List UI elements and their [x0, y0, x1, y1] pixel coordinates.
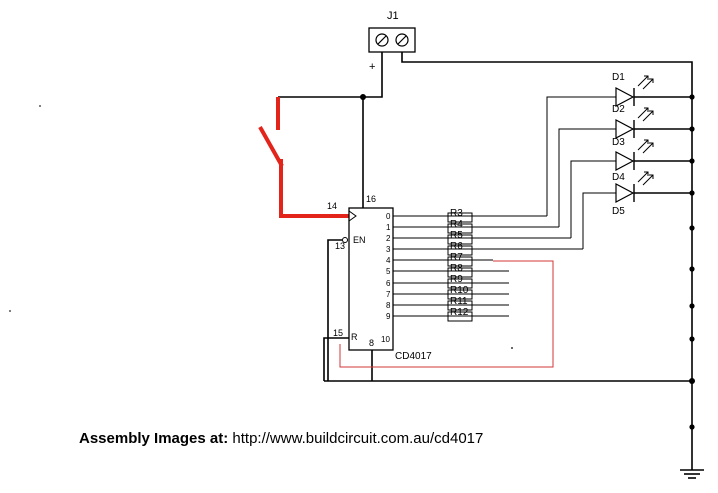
pin-gnd-number: 8: [369, 338, 374, 348]
output-pin-label: 1: [386, 223, 391, 232]
output-pin-label: 5: [386, 267, 391, 276]
ground-symbol-icon: [680, 469, 704, 479]
pin-vdd-number: 16: [366, 194, 376, 204]
clock-input-symbol: [348, 210, 357, 222]
led-label: D3: [612, 137, 625, 148]
led-feed-wire: [570, 160, 616, 238]
terminal-screw-1-slot: [377, 35, 387, 45]
junction-dot: [689, 158, 695, 164]
output-pin-label: 6: [386, 279, 391, 288]
resistor-body: [447, 289, 473, 300]
resistor-label: R7: [450, 252, 463, 263]
ic-cd4017: 14 16 EN 13 R 15 10 8 CD4017 0 1 2 3 4 5 6 7 8 9: [327, 194, 432, 362]
resistor-body: [447, 278, 473, 289]
pin-reset-number: 15: [333, 328, 343, 338]
resistor-body: [447, 300, 473, 311]
resistor-body: [447, 223, 473, 234]
led-diode-icon: [615, 139, 692, 171]
led-feed-wire: [582, 192, 616, 249]
resistor-label: R8: [450, 263, 463, 274]
stray-dot: [511, 347, 513, 349]
pin-carry-number: 10: [381, 335, 390, 344]
junction-dot: [689, 303, 695, 309]
led-label: D2: [612, 104, 625, 115]
connector-name: J1: [387, 10, 399, 22]
junction-dot: [689, 225, 695, 231]
resistor-label: R11: [450, 296, 468, 307]
output-pin-label: 3: [386, 245, 391, 254]
led-label: D5: [612, 206, 625, 217]
pin-en-number: 13: [335, 241, 345, 251]
junction-dot: [689, 424, 695, 430]
led-diode-icon: [615, 171, 692, 203]
resistor-label: R4: [450, 219, 463, 230]
output-wires: [393, 96, 616, 317]
control-wires: [323, 239, 695, 384]
ground-rail-junctions: [689, 94, 695, 430]
ic-body: [348, 207, 394, 351]
pin-clock-number: 14: [327, 201, 337, 211]
connector-j1: J1 +: [368, 10, 416, 73]
output-pin-label: 2: [386, 234, 391, 243]
en-pin-bubble: [342, 237, 348, 243]
resistor-body: [447, 311, 473, 322]
led-label: D4: [612, 172, 625, 183]
pin-en-label: EN: [353, 235, 366, 245]
reset-feedback-wire: [339, 260, 554, 368]
resistor-body: [447, 256, 473, 267]
power-wires: [278, 52, 693, 470]
resistor-label: R10: [450, 285, 469, 296]
output-pin-label: 8: [386, 301, 391, 310]
output-pin-labels: 0 1 2 3 4 5 6 7 8 9: [386, 212, 391, 321]
junction-dot: [689, 94, 695, 100]
junction-dot: [689, 126, 695, 132]
output-pin-label: 9: [386, 312, 391, 321]
resistor-body: [447, 245, 473, 256]
junction-dot: [360, 94, 366, 100]
pin-reset-label: R: [351, 332, 358, 342]
output-pin-label: 0: [386, 212, 391, 221]
output-pin-label: 7: [386, 290, 391, 299]
push-switch: [258, 97, 349, 218]
junction-dot: [689, 266, 695, 272]
ic-part-label: CD4017: [395, 351, 432, 362]
junction-dot: [689, 190, 695, 196]
output-pin-label: 4: [386, 256, 391, 265]
led-feed-wire: [546, 96, 616, 216]
led-diode-icon: [615, 107, 692, 139]
connector-plus-label: +: [369, 61, 375, 73]
resistor-label: R9: [450, 274, 463, 285]
resistor-label: R3: [450, 208, 463, 219]
junction-dot: [689, 336, 695, 342]
led-diode-icon: [615, 75, 692, 107]
resistor-body: [447, 212, 473, 223]
resistor-label: R6: [450, 241, 463, 252]
resistor-body: [447, 267, 473, 278]
led-label: D1: [612, 72, 625, 83]
resistor-label: R12: [450, 307, 469, 318]
assembly-caption: Assembly Images at: http://www.buildcirc…: [79, 430, 483, 447]
resistor-label: R5: [450, 230, 463, 241]
junction-dot: [689, 378, 695, 384]
caption-url[interactable]: http://www.buildcircuit.com.au/cd4017: [232, 430, 484, 447]
led-feed-wire: [558, 128, 616, 227]
caption-label: Assembly Images at:: [79, 430, 229, 447]
terminal-screw-2-slot: [397, 35, 407, 45]
resistor-body: [447, 234, 473, 245]
